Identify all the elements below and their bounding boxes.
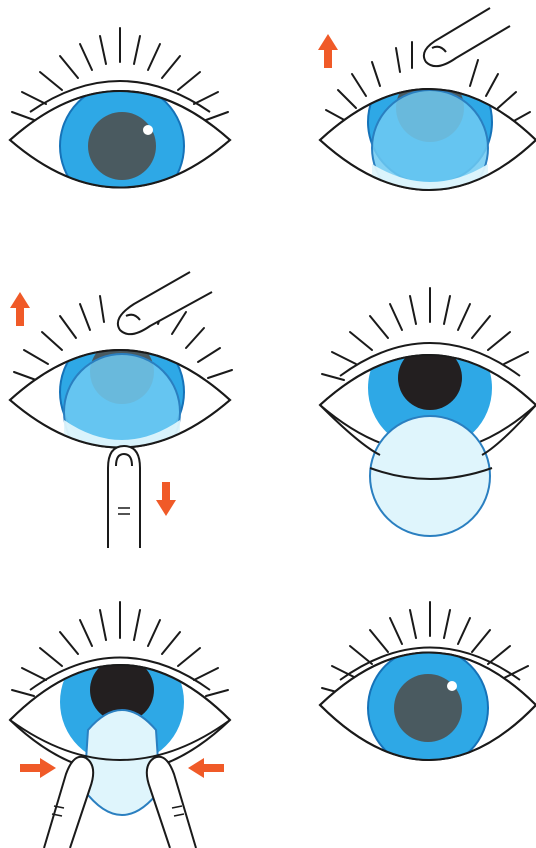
finger-icon (424, 8, 510, 66)
pupil (88, 112, 156, 180)
arrow-up-icon (318, 34, 338, 68)
arrow-left-icon (188, 758, 224, 778)
step-5-pinch-lens (10, 602, 230, 848)
step-2-lift-upper-lid (318, 8, 536, 210)
step-4-lens-slid-down (320, 288, 536, 536)
step-1-eye-normal (10, 28, 230, 208)
eye-highlight (447, 681, 457, 691)
step-3-hold-both-lids (10, 272, 232, 548)
arrow-up-icon (10, 292, 30, 326)
contact-lens-icon (370, 416, 490, 536)
eye-highlight (143, 125, 153, 135)
finger-icon (118, 272, 212, 334)
finger-icon (108, 446, 140, 548)
finger-icon (147, 757, 196, 848)
arrow-right-icon (20, 758, 56, 778)
step-6-lens-removed (320, 602, 536, 768)
arrow-down-icon (156, 482, 176, 516)
